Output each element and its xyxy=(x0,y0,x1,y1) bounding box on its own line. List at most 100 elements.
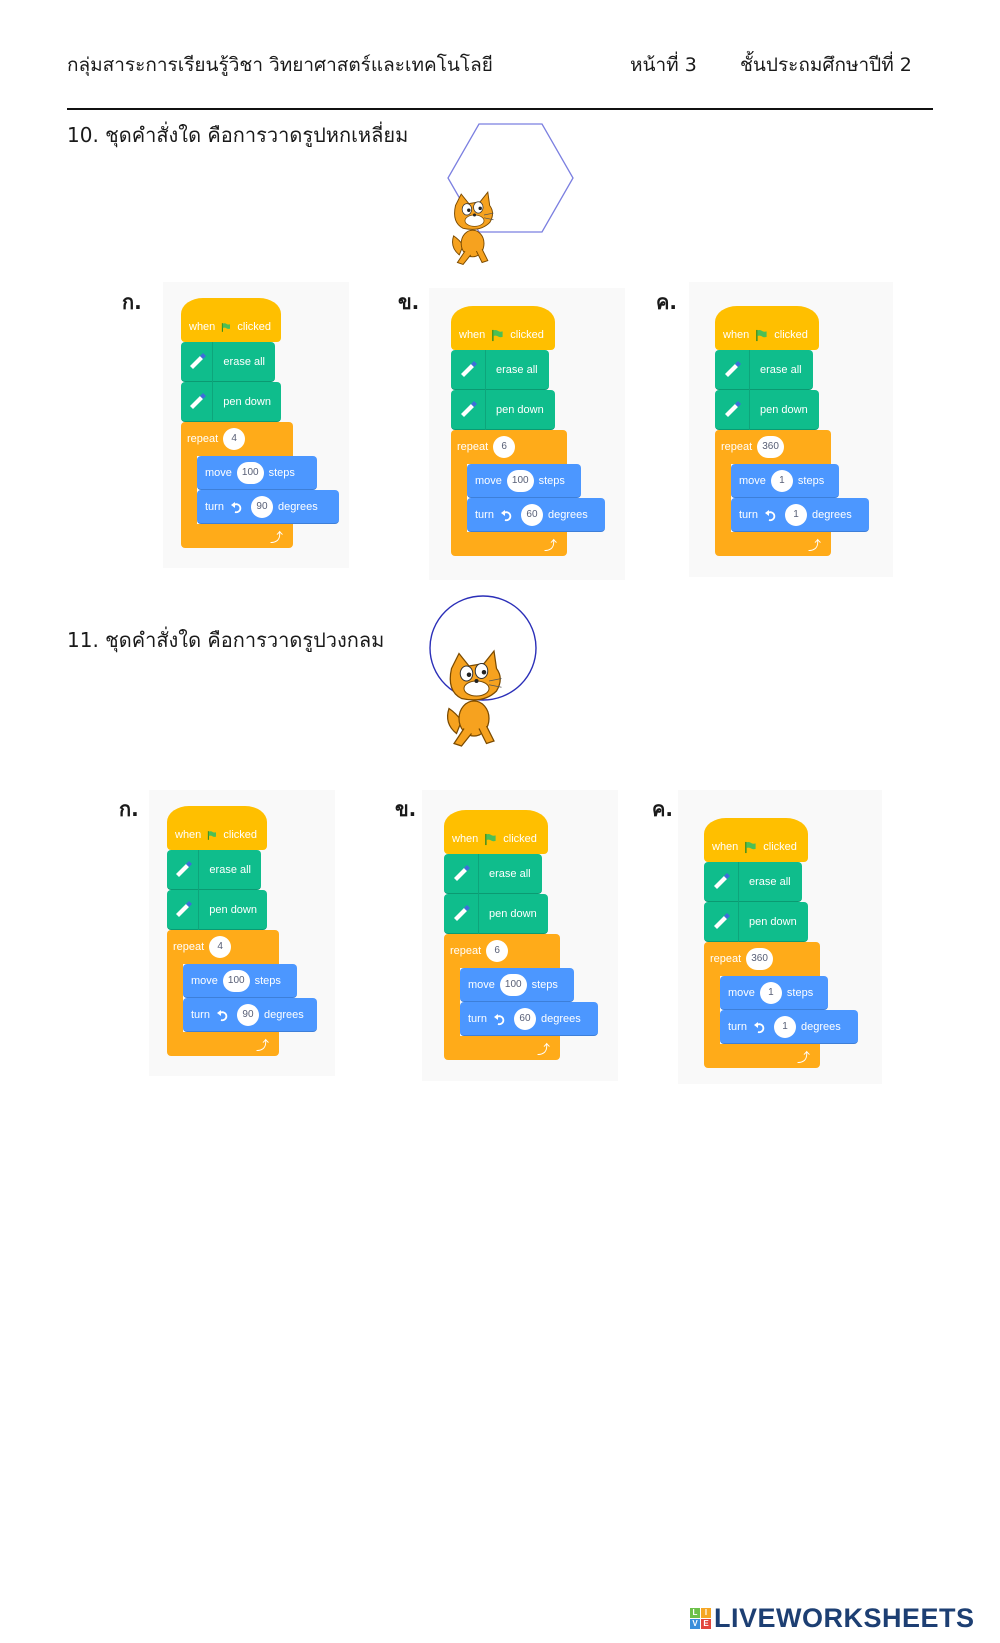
pen-icon xyxy=(725,360,741,377)
erase-all-block: erase all xyxy=(451,349,549,390)
repeat-count-input[interactable]: 360 xyxy=(746,948,773,970)
erase-all-block: erase all xyxy=(715,349,813,390)
block-text: turn xyxy=(191,1008,210,1021)
option-label-c: ค. xyxy=(652,797,673,821)
block-text: move xyxy=(739,474,766,487)
grade-level: ชั้นประถมศึกษาปีที่ 2 xyxy=(740,54,912,76)
logo-tile: L xyxy=(690,1608,700,1618)
turn-degrees-input[interactable]: 60 xyxy=(513,1007,536,1030)
rotate-left-icon xyxy=(230,501,242,513)
script-stack: when clicked erase all pen down repeat 3… xyxy=(715,306,869,556)
block-text: move xyxy=(468,978,495,991)
move-steps-block: move 100 steps xyxy=(197,456,317,490)
option-label-b: ข. xyxy=(395,797,417,821)
block-text: degrees xyxy=(263,1008,304,1021)
block-text: repeat xyxy=(721,441,753,453)
move-steps-input[interactable]: 1 xyxy=(759,981,782,1004)
when-flag-clicked-block: when clicked xyxy=(444,810,548,854)
erase-all-block: erase all xyxy=(167,849,261,890)
turn-degrees-input[interactable]: 90 xyxy=(250,495,273,518)
pen-icon xyxy=(714,872,730,889)
block-text: turn xyxy=(468,1012,487,1025)
script-stack: when clicked erase all pen down repeat 6… xyxy=(444,810,598,1060)
repeat-block: repeat 6 xyxy=(444,934,560,968)
logo-tile: I xyxy=(701,1608,711,1618)
turn-degrees-input[interactable]: 90 xyxy=(236,1003,259,1026)
turn-degrees-input[interactable]: 60 xyxy=(520,503,543,526)
block-text: when xyxy=(175,829,202,841)
rotate-left-icon xyxy=(500,509,512,521)
move-steps-block: move 100 steps xyxy=(183,964,297,998)
pen-icon xyxy=(189,392,206,409)
pen-icon xyxy=(175,860,192,877)
pen-icon xyxy=(714,912,730,929)
block-text: when xyxy=(452,833,479,845)
block-text: when xyxy=(723,329,750,341)
loop-arrow-icon: ⤴ xyxy=(269,529,283,545)
repeat-count-input[interactable]: 360 xyxy=(757,436,784,458)
liveworksheets-logo[interactable]: L I V E LIVEWORKSHEETS xyxy=(690,1603,975,1634)
repeat-block: repeat 360 xyxy=(704,942,820,976)
block-text: degrees xyxy=(277,500,318,513)
loop-arrow-icon: ⤴ xyxy=(536,1041,550,1057)
repeat-block-end: ⤴ xyxy=(167,1032,279,1056)
block-text: pen down xyxy=(496,403,544,416)
block-text: move xyxy=(191,974,218,987)
logo-tile: V xyxy=(690,1619,700,1629)
logo-tiles-icon: L I V E xyxy=(690,1608,711,1629)
block-text: repeat xyxy=(173,941,205,953)
hexagon-drawing xyxy=(447,123,574,265)
repeat-count-input[interactable]: 6 xyxy=(486,940,509,962)
move-steps-input[interactable]: 100 xyxy=(222,969,250,992)
option-label-a: ก. xyxy=(119,797,139,821)
block-text: clicked xyxy=(763,841,797,853)
green-flag-icon xyxy=(745,841,756,853)
when-flag-clicked-block: when clicked xyxy=(181,298,281,342)
repeat-count-input[interactable]: 4 xyxy=(223,428,246,450)
rotate-left-icon xyxy=(493,1013,505,1025)
move-steps-input[interactable]: 100 xyxy=(499,973,527,996)
block-text: steps xyxy=(254,974,281,987)
repeat-block-end: ⤴ xyxy=(704,1044,820,1068)
pen-down-block: pen down xyxy=(704,901,808,942)
move-steps-input[interactable]: 100 xyxy=(236,461,264,484)
rotate-left-icon xyxy=(753,1021,765,1033)
block-text: repeat xyxy=(187,433,219,445)
green-flag-icon xyxy=(492,329,503,341)
move-steps-input[interactable]: 100 xyxy=(506,469,534,492)
block-text: repeat xyxy=(450,945,482,957)
block-text: turn xyxy=(739,508,758,521)
turn-degrees-block: turn 90 degrees xyxy=(197,490,339,524)
option-c-code-panel[interactable]: when clicked erase all pen down repeat 3… xyxy=(678,790,882,1084)
green-flag-icon xyxy=(222,322,231,332)
repeat-count-input[interactable]: 6 xyxy=(493,436,516,458)
block-text: erase all xyxy=(749,875,791,888)
turn-degrees-block: turn 1 degrees xyxy=(731,498,869,532)
repeat-block-end: ⤴ xyxy=(181,524,293,548)
loop-arrow-icon: ⤴ xyxy=(796,1049,810,1065)
pen-icon xyxy=(461,400,477,417)
block-text: erase all xyxy=(209,863,251,876)
logo-text: LIVEWORKSHEETS xyxy=(714,1603,975,1633)
block-text: clicked xyxy=(503,833,537,845)
option-label-a: ก. xyxy=(122,290,142,314)
option-b-code-panel[interactable]: when clicked erase all pen down repeat 6… xyxy=(422,790,618,1081)
option-b-code-panel[interactable]: when clicked erase all pen down repeat 6… xyxy=(429,288,625,580)
pen-down-block: pen down xyxy=(451,389,555,430)
block-text: pen down xyxy=(489,907,537,920)
script-stack: when clicked erase all pen down repeat 3… xyxy=(704,818,858,1068)
option-a-code-panel[interactable]: when clicked erase all pen down repeat 4… xyxy=(149,790,335,1076)
repeat-count-input[interactable]: 4 xyxy=(209,936,232,958)
option-a-code-panel[interactable]: when clicked erase all pen down repeat 4… xyxy=(163,282,349,568)
pen-icon xyxy=(454,864,470,881)
option-c-code-panel[interactable]: when clicked erase all pen down repeat 3… xyxy=(689,282,893,577)
script-stack: when clicked erase all pen down repeat 6… xyxy=(451,306,605,556)
turn-degrees-input[interactable]: 1 xyxy=(773,1015,796,1038)
header-divider xyxy=(67,108,933,110)
turn-degrees-input[interactable]: 1 xyxy=(784,503,807,526)
block-text: steps xyxy=(797,474,825,487)
when-flag-clicked-block: when clicked xyxy=(451,306,555,350)
block-text: pen down xyxy=(209,903,257,916)
move-steps-input[interactable]: 1 xyxy=(770,469,793,492)
block-text: move xyxy=(475,474,502,487)
